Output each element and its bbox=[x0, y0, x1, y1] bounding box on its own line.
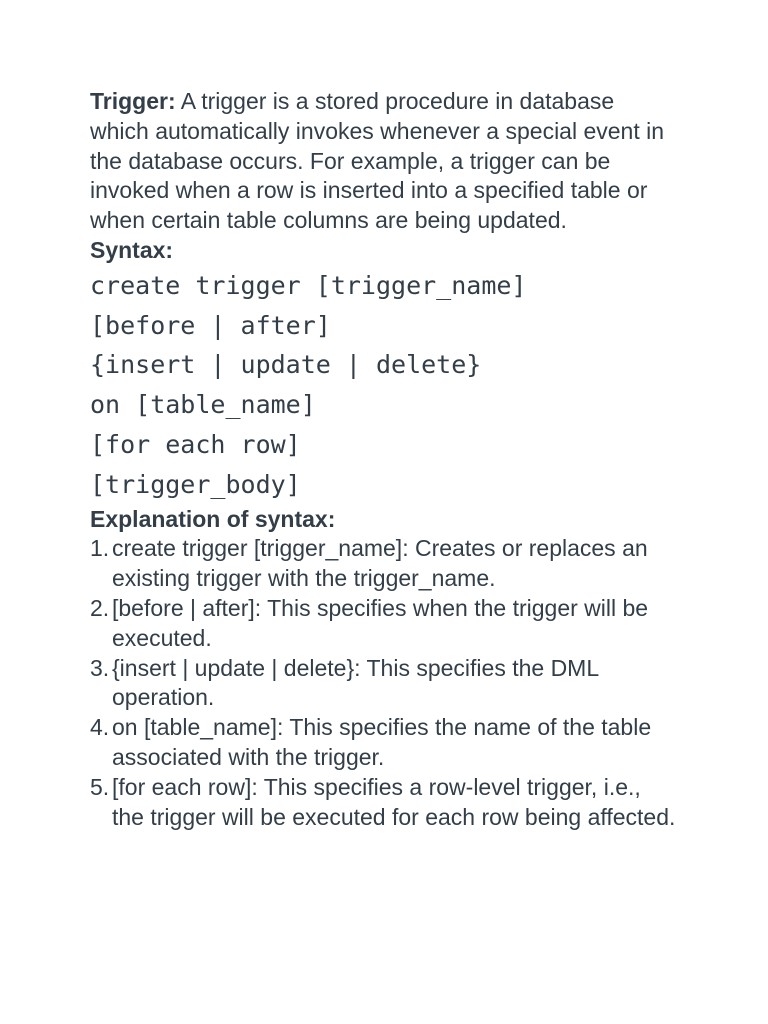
list-item-text: create trigger [trigger_name]: Creates o… bbox=[112, 535, 648, 592]
intro-lead: Trigger: bbox=[90, 88, 176, 114]
list-item: 3.{insert | update | delete}: This speci… bbox=[90, 654, 678, 714]
list-item: 4.on [table_name]: This specifies the na… bbox=[90, 713, 678, 773]
code-line-trigger-body: [trigger_body] bbox=[90, 469, 301, 499]
code-line-before-after: [before | after] bbox=[90, 310, 331, 340]
list-item-text: [before | after]: This specifies when th… bbox=[112, 594, 649, 651]
explanation-heading: Explanation of syntax: bbox=[90, 505, 336, 532]
syntax-code-block: create trigger [trigger_name] [before | … bbox=[90, 266, 678, 505]
list-item: 2.[before | after]: This specifies when … bbox=[90, 594, 678, 654]
code-line-dml: {insert | update | delete} bbox=[90, 350, 482, 380]
code-line-for-each-row: [for each row] bbox=[90, 429, 301, 459]
code-line-table-name: on [table_name] bbox=[90, 390, 316, 420]
list-item-number: 5. bbox=[90, 773, 110, 800]
list-item-number: 3. bbox=[90, 654, 110, 681]
explanation-list: 1.create trigger [trigger_name]: Creates… bbox=[90, 534, 678, 832]
intro-text: A trigger is a stored procedure in datab… bbox=[90, 88, 665, 234]
list-item-text: on [table_name]: This specifies the name… bbox=[112, 714, 652, 770]
list-item-text: {insert | update | delete}: This specifi… bbox=[112, 654, 599, 711]
intro-paragraph: Trigger: A trigger is a stored procedure… bbox=[90, 87, 678, 236]
list-item-text: [for each row]: This specifies a row-lev… bbox=[112, 773, 676, 830]
list-item: 5.[for each row]: This specifies a row-l… bbox=[90, 773, 678, 833]
list-item-number: 4. bbox=[90, 714, 110, 741]
list-item: 1.create trigger [trigger_name]: Creates… bbox=[90, 534, 678, 594]
list-item-number: 1. bbox=[90, 535, 110, 562]
code-line-create-trigger: create trigger [trigger_name] bbox=[90, 270, 527, 300]
syntax-heading: Syntax: bbox=[90, 236, 174, 263]
list-item-number: 2. bbox=[90, 594, 110, 621]
